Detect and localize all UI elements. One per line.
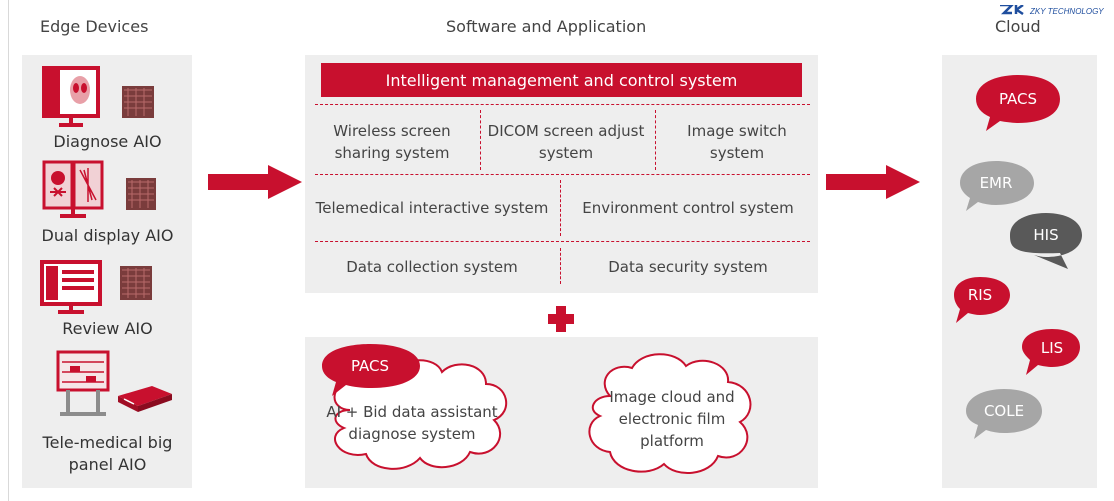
- device-label-diagnose: Diagnose AIO: [53, 132, 162, 151]
- cell-data-security: Data security system: [608, 258, 768, 276]
- pacs-badge-label: PACS: [350, 357, 390, 375]
- right-arrow-icon: [208, 165, 302, 199]
- cell-telemedical: Telemedical interactive system: [315, 199, 549, 217]
- big-panel-icon: [56, 350, 172, 416]
- divider-line: [315, 174, 810, 175]
- right-arrow-icon-cloud: [826, 165, 920, 199]
- management-system-bar: Intelligent management and control syste…: [321, 63, 802, 97]
- divider-vertical: [480, 110, 481, 170]
- cell-image-cloud: Image cloud and electronic film platform: [609, 388, 735, 450]
- company-logo-icon: ZKY TECHNOLOGY: [1000, 3, 1104, 16]
- logo-text: ZKY TECHNOLOGY: [1029, 7, 1104, 15]
- cloud-label-emr: EMR: [979, 174, 1013, 192]
- divider-line: [315, 104, 810, 105]
- cell-image-switch: Image switch system: [687, 122, 787, 162]
- frame: [8, 0, 1114, 501]
- cloud-label-cole: COLE: [983, 402, 1025, 420]
- divider-line: [315, 241, 810, 242]
- speech-bubble-icon: [954, 277, 1010, 323]
- cell-wireless-screen: Wireless screen sharing system: [333, 122, 451, 162]
- cloud-label-ris: RIS: [967, 286, 993, 304]
- heading-cloud: Cloud: [995, 17, 1041, 36]
- speech-bubble-icon: [1010, 213, 1082, 269]
- speech-bubble-icon: [960, 161, 1034, 211]
- device-label-big-panel: Tele-medical big panel AIO: [42, 433, 173, 474]
- review-monitor-icon: [40, 260, 152, 314]
- logo: ZKY TECHNOLOGY: [998, 0, 1108, 19]
- plus-icon: [548, 306, 574, 332]
- cloud-bubbles: [954, 75, 1082, 439]
- cloud-label-his: HIS: [1033, 226, 1059, 244]
- cell-dicom-screen: DICOM screen adjust system: [487, 122, 645, 162]
- device-label-review: Review AIO: [62, 319, 153, 338]
- speech-bubble-icon: [1022, 329, 1080, 375]
- divider-vertical: [560, 180, 561, 236]
- divider-vertical: [560, 248, 561, 284]
- cloud-label-lis: LIS: [1040, 339, 1064, 357]
- dual-monitor-icon: [42, 160, 156, 218]
- monitor-xray-icon: [42, 66, 154, 127]
- cloud-label-pacs: PACS: [998, 90, 1038, 108]
- heading-edge-devices: Edge Devices: [40, 17, 149, 36]
- cell-environment-control: Environment control system: [582, 199, 794, 217]
- divider-vertical: [655, 110, 656, 170]
- cell-ai-assistant: AI + Bid data assistant diagnose system: [326, 403, 498, 443]
- speech-bubble-icon: [966, 389, 1042, 439]
- cloud-shapes: [322, 344, 752, 475]
- cell-data-collection: Data collection system: [346, 258, 518, 276]
- device-label-dual-display: Dual display AIO: [41, 226, 174, 245]
- heading-software: Software and Application: [446, 17, 647, 36]
- speech-bubble-icon: [976, 75, 1060, 131]
- cloud-outline: [588, 353, 752, 475]
